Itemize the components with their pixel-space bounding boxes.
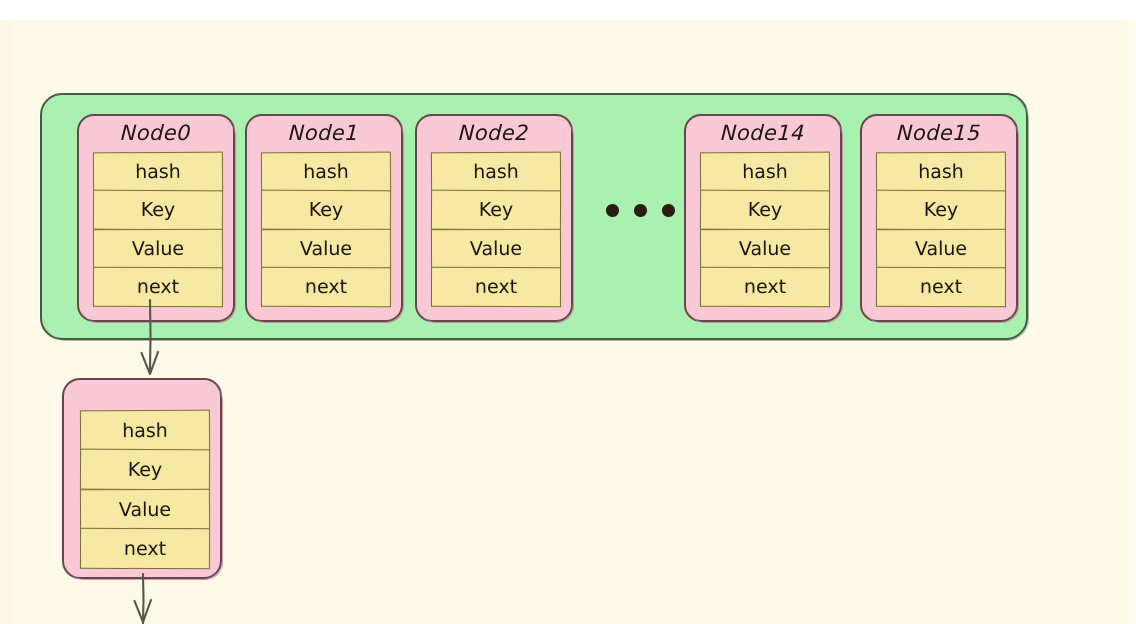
node-14[interactable]: Node14 hash Key Value next — [684, 114, 843, 323]
node-0-field-next: next — [92, 266, 224, 308]
node-1-field-value: Value — [260, 228, 392, 270]
ellipsis-dot-3 — [662, 204, 675, 217]
chained-node-field-value: Value — [79, 488, 211, 531]
chained-node-fields: hash Key Value next — [79, 409, 211, 570]
chained-node-field-hash: hash — [79, 409, 211, 452]
ellipsis-dot-2 — [634, 204, 647, 217]
node-2-title: Node2 — [458, 121, 530, 145]
node-1-field-hash: hash — [260, 151, 392, 193]
node-15-title: Node15 — [896, 121, 982, 145]
node-1-field-key: Key — [260, 190, 392, 231]
ellipsis-dot-1 — [606, 204, 619, 217]
node-15-field-key: Key — [875, 190, 1007, 231]
node-2-fields: hash Key Value next — [430, 151, 562, 308]
chained-node-field-key: Key — [79, 449, 211, 491]
node-1-fields: hash Key Value next — [260, 151, 392, 308]
node-14-fields: hash Key Value next — [699, 151, 831, 308]
node-14-field-hash: hash — [699, 151, 831, 193]
node-0[interactable]: Node0 hash Key Value next — [77, 114, 236, 323]
node-15-field-next: next — [875, 266, 1007, 308]
node-2-field-next: next — [430, 266, 562, 308]
node-0-fields: hash Key Value next — [92, 151, 224, 308]
node-2-field-key: Key — [430, 190, 562, 231]
node-0-field-hash: hash — [92, 151, 224, 193]
node-2-field-value: Value — [430, 228, 562, 270]
page-left-edge — [0, 20, 11, 624]
node-15-field-hash: hash — [875, 151, 1007, 193]
node-14-field-key: Key — [699, 190, 831, 231]
node-2-field-hash: hash — [430, 151, 562, 193]
node-15-fields: hash Key Value next — [875, 151, 1007, 308]
ellipsis-icon — [606, 204, 675, 217]
node-1-field-next: next — [260, 266, 392, 308]
node-15-field-value: Value — [875, 228, 1007, 270]
node-14-title: Node14 — [720, 121, 806, 145]
node-2[interactable]: Node2 hash Key Value next — [415, 114, 574, 323]
node-0-title: Node0 — [120, 121, 192, 145]
node-1-title: Node1 — [288, 121, 360, 145]
node-14-field-next: next — [699, 266, 831, 308]
chained-node-field-next: next — [79, 527, 211, 570]
bucket-array-container: Node0 hash Key Value next Node1 hash Key… — [40, 93, 1029, 341]
node-14-field-value: Value — [699, 228, 831, 270]
page-right-edge — [1128, 20, 1136, 624]
chained-node[interactable]: hash Key Value next — [62, 378, 223, 580]
node-0-field-key: Key — [92, 190, 224, 231]
node-0-field-value: Value — [92, 228, 224, 270]
node-15[interactable]: Node15 hash Key Value next — [860, 114, 1019, 323]
node-1[interactable]: Node1 hash Key Value next — [245, 114, 404, 323]
